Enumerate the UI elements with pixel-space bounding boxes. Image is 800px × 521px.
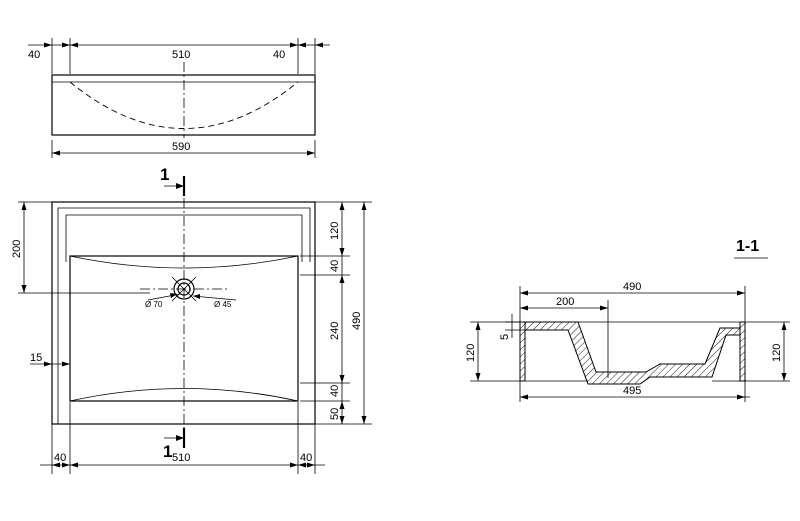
dim-front-wall: 50 — [329, 408, 341, 420]
dim-overall-width: 590 — [172, 141, 190, 153]
bottom-dimension-chain: 40 510 40 — [40, 402, 325, 474]
section-title-text: 1-1 — [736, 238, 759, 255]
drain-inner-diameter: Ø 45 — [214, 300, 232, 309]
section-dim-inner-width: 495 — [623, 385, 641, 397]
front-elevation-view — [51, 62, 316, 138]
section-title: 1-1 — [734, 238, 768, 259]
section-dim-overall: 490 — [623, 281, 641, 293]
section-dim-rim: 5 — [499, 334, 511, 340]
right-dimension-chain: 120 40 240 40 50 490 — [300, 201, 372, 425]
dim-bottom-left: 40 — [54, 452, 66, 464]
dim-bottom-right: 40 — [300, 452, 312, 464]
section-label-top: 1 — [160, 165, 169, 184]
dim-wall-thickness: 15 — [30, 352, 42, 364]
left-dimensions: 200 15 — [11, 201, 150, 367]
dim-top-right: 40 — [273, 49, 285, 61]
section-dim-height-left: 120 — [465, 344, 477, 362]
dim-back-wall: 120 — [329, 222, 341, 240]
plan-view — [51, 180, 316, 440]
dim-bottom-middle: 510 — [172, 452, 190, 464]
dim-bowl-depth: 240 — [329, 322, 341, 340]
dim-front-slope: 40 — [329, 385, 341, 397]
drain-outer-diameter: Ø 70 — [145, 300, 163, 309]
section-dimensions: 490 200 5 120 120 495 — [465, 281, 790, 402]
section-label-bottom: 1 — [163, 442, 172, 461]
section-marker-bottom: 1 — [163, 428, 186, 461]
drain-dimensions: Ø 70 Ø 45 — [145, 293, 237, 309]
dim-back-slope: 40 — [329, 260, 341, 272]
section-marker-top: 1 — [160, 165, 186, 196]
dim-top-middle: 510 — [172, 49, 190, 61]
section-dim-height-right: 120 — [771, 344, 783, 362]
section-dim-drain-offset: 200 — [556, 296, 574, 308]
dim-drain-offset: 200 — [11, 240, 23, 258]
section-view-profile — [519, 321, 746, 385]
top-dimension-chain: 40 510 40 — [28, 38, 330, 74]
dim-top-left: 40 — [28, 49, 40, 61]
dim-overall-depth: 490 — [351, 312, 363, 330]
overall-width-dimension: 590 — [51, 140, 316, 158]
